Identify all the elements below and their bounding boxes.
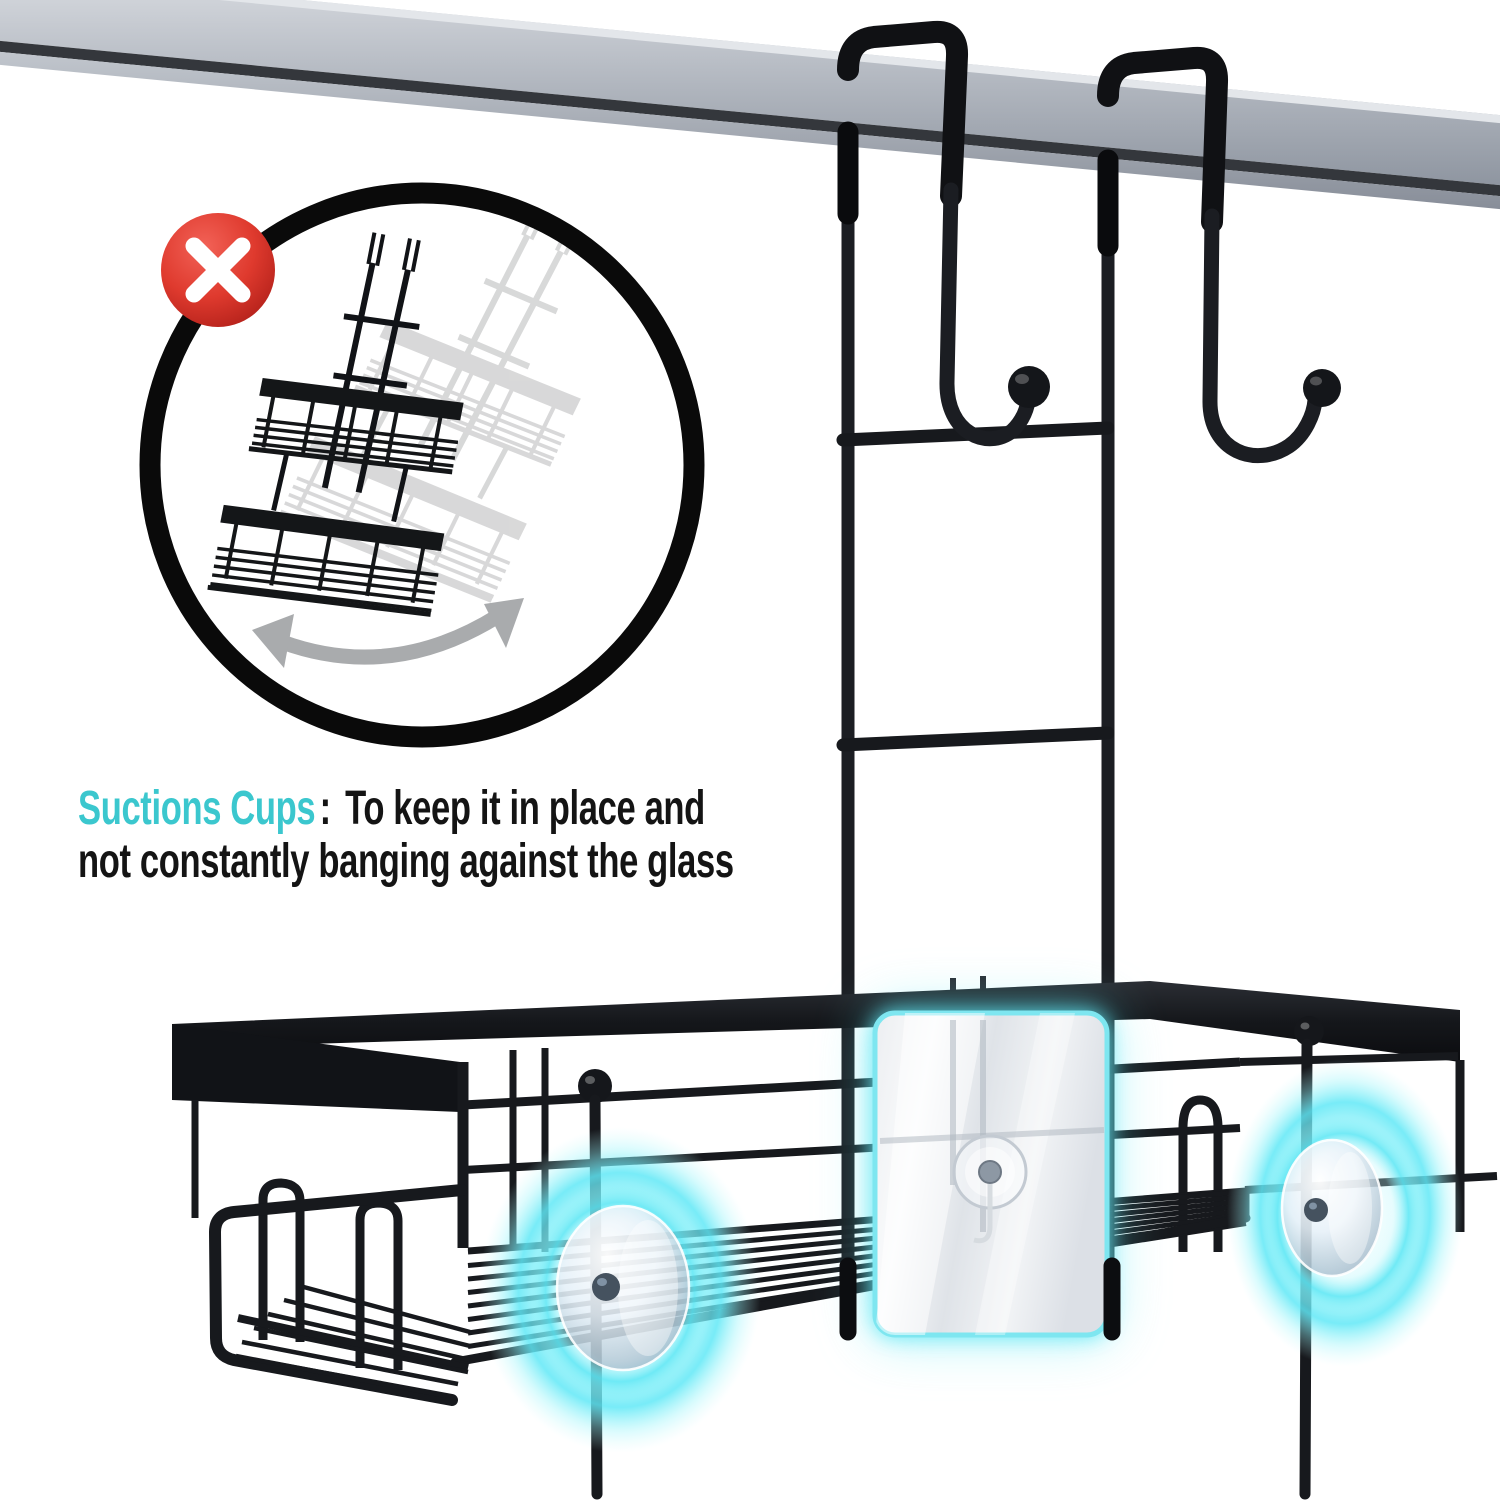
side-basket-grid xyxy=(235,1283,471,1399)
side-basket-hook xyxy=(258,1178,305,1342)
warning-inset xyxy=(139,182,705,748)
side-basket-front-rail xyxy=(237,1314,469,1372)
side-basket-frame xyxy=(208,1184,468,1406)
over-door-hook-left xyxy=(837,20,1050,447)
suction-cup-on-glass xyxy=(952,1134,1028,1244)
glass-panel xyxy=(872,1010,1110,1338)
x-mark-icon xyxy=(185,237,251,303)
basket-right-rim-wire xyxy=(1239,1052,1459,1066)
caption-line-2: not constantly banging against the glass xyxy=(78,835,734,888)
glass-door-top-rail xyxy=(0,0,1500,210)
basket-left-rim-face xyxy=(172,1024,460,1112)
hook-ball-tip-left xyxy=(1008,366,1050,408)
panel-hook xyxy=(973,1184,993,1244)
side-basket xyxy=(208,1178,471,1406)
over-door-hook-right xyxy=(1097,46,1341,463)
x-mark-badge xyxy=(161,213,275,327)
swing-arrow-icon xyxy=(252,598,524,668)
suction-cup-left xyxy=(479,1127,761,1453)
caption: Suctions Cups:To keep it in place and no… xyxy=(78,782,989,888)
caption-line1-text: To keep it in place and xyxy=(345,782,705,835)
basket-back-rim xyxy=(172,981,1460,1062)
basket-divider-hook xyxy=(1178,1095,1223,1252)
ladder-rung-bottom xyxy=(836,726,1115,752)
hook-ball-tip-right xyxy=(1303,369,1341,407)
suction-cup-right xyxy=(1227,1059,1463,1367)
caption-line-1: Suctions Cups:To keep it in place and xyxy=(78,782,734,835)
caption-separator: : xyxy=(319,782,332,835)
inset-circle xyxy=(139,182,705,748)
caption-highlight: Suctions Cups xyxy=(78,782,316,835)
